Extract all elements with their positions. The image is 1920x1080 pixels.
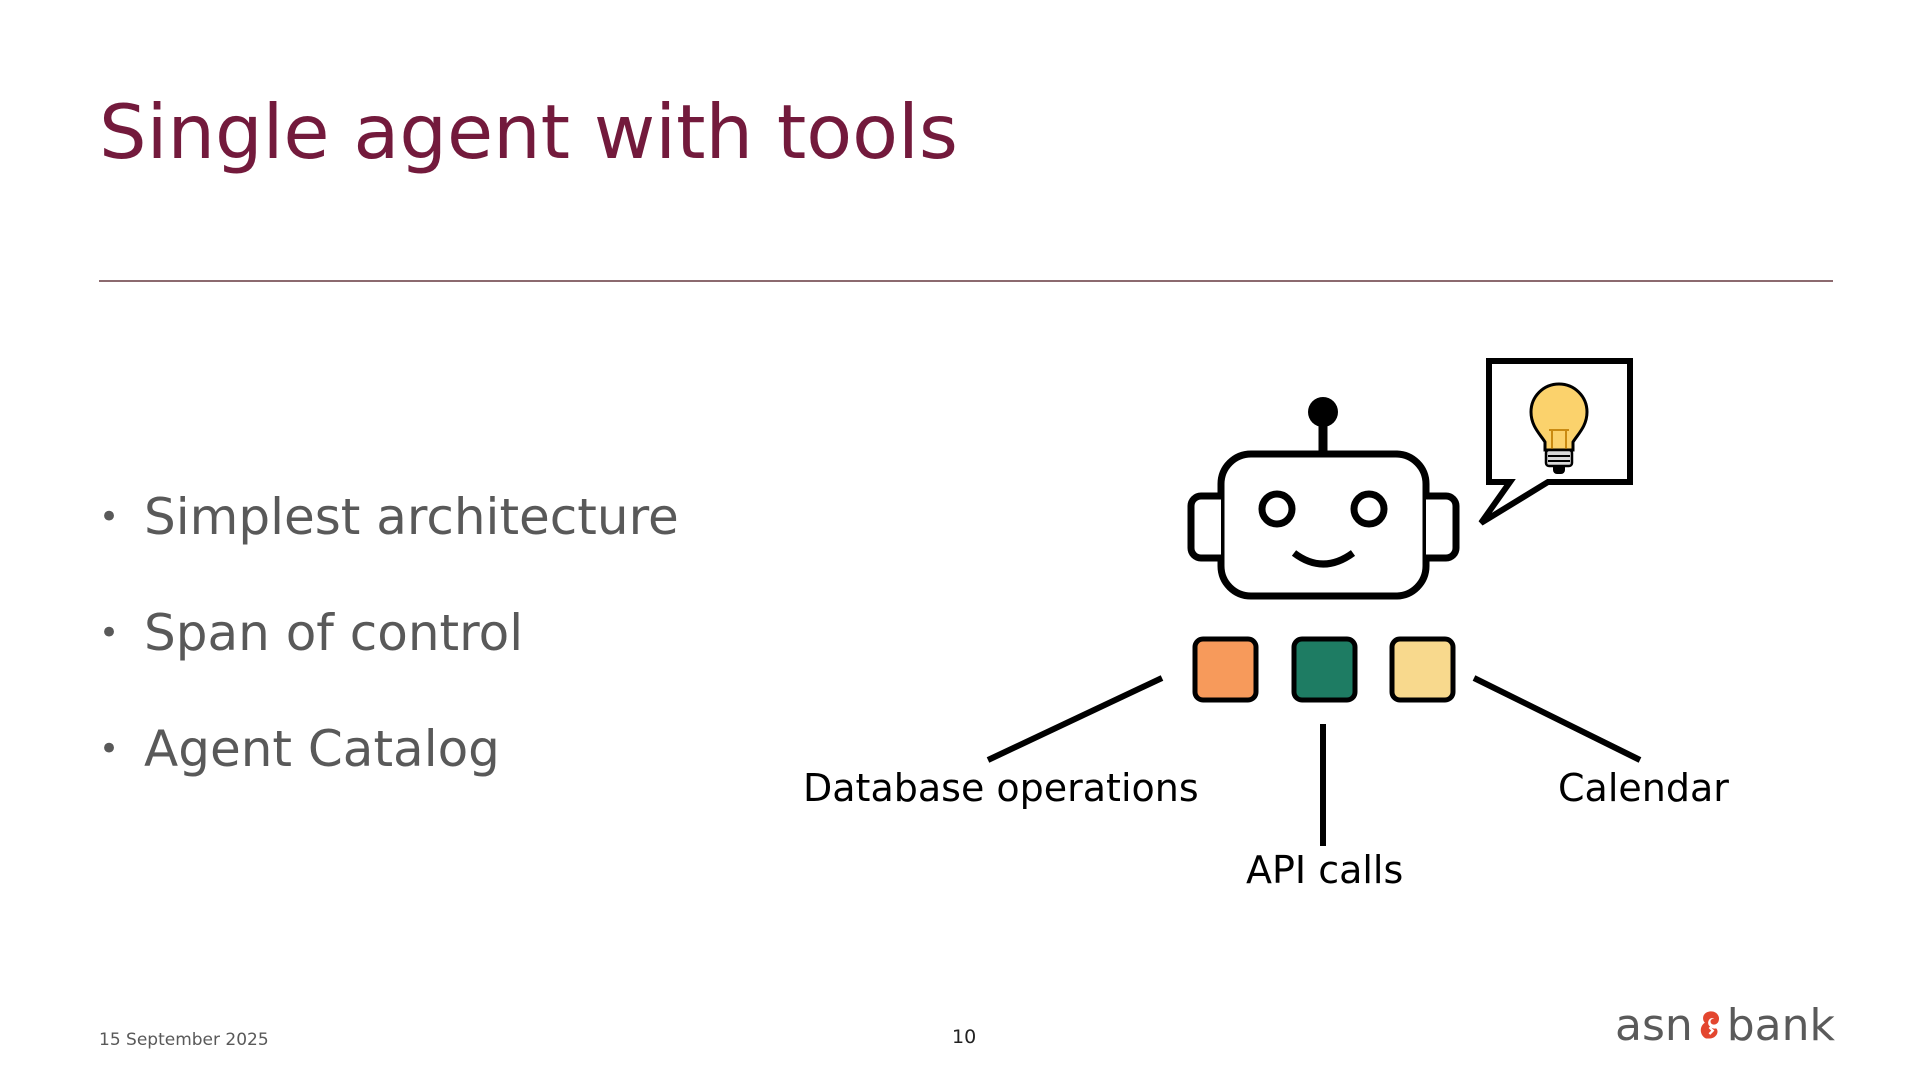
robot-icon	[1187, 397, 1460, 600]
company-logo: asn bank	[1615, 995, 1835, 1055]
slide-title: Single agent with tools	[99, 88, 958, 176]
tool-square-api	[1291, 636, 1358, 703]
bullet-marker: •	[99, 497, 120, 537]
bullet-text: Simplest architecture	[144, 488, 679, 546]
squirrel-logo-icon	[1700, 1011, 1719, 1039]
logo-text-left: asn	[1615, 999, 1693, 1051]
bullet-marker: •	[99, 729, 120, 769]
bullet-list: • Simplest architecture • Span of contro…	[99, 470, 679, 818]
lightbulb-icon	[1529, 382, 1589, 474]
tool-square-database	[1192, 636, 1259, 703]
connector-database	[986, 675, 1164, 763]
connector-calendar	[1472, 675, 1642, 763]
bullet-text: Agent Catalog	[144, 720, 500, 778]
tool-label-database: Database operations	[803, 766, 1199, 810]
tool-label-calendar: Calendar	[1558, 766, 1729, 810]
bullet-item: • Agent Catalog	[99, 702, 679, 818]
tool-label-api: API calls	[1246, 848, 1404, 892]
bullet-item: • Span of control	[99, 586, 679, 702]
tool-square-calendar	[1389, 636, 1456, 703]
title-divider	[99, 280, 1833, 282]
page-number: 10	[952, 1026, 977, 1048]
bullet-marker: •	[99, 613, 120, 653]
logo-text-right: bank	[1726, 999, 1835, 1051]
bullet-text: Span of control	[144, 604, 524, 662]
footer-date: 15 September 2025	[99, 1030, 269, 1050]
bullet-item: • Simplest architecture	[99, 470, 679, 586]
